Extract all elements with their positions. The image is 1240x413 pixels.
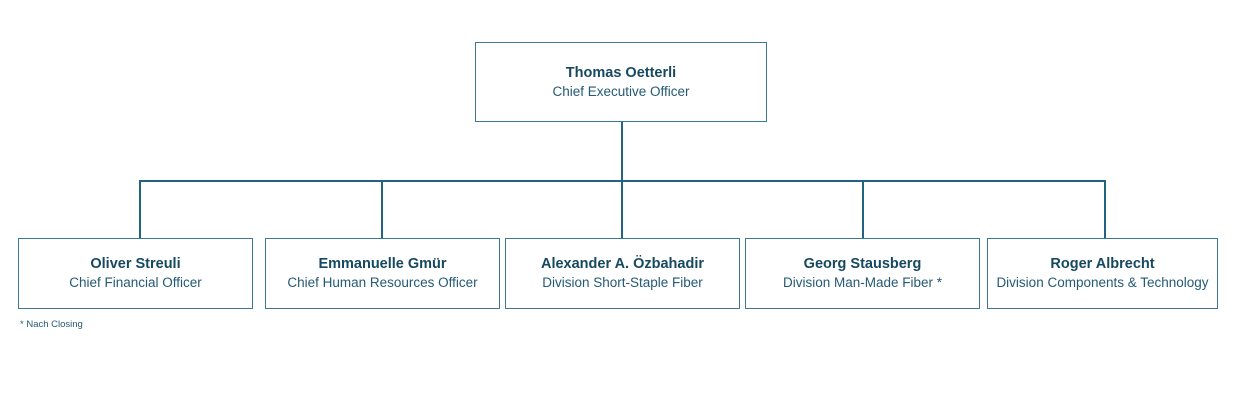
connector-drop-4: [862, 180, 864, 238]
node-chief-human-resources-officer[interactable]: Emmanuelle Gmür Chief Human Resources Of…: [265, 238, 500, 309]
node-ceo-role: Chief Executive Officer: [552, 83, 690, 99]
node-mmf-role: Division Man-Made Fiber *: [782, 275, 943, 291]
node-mmf-name: Georg Stausberg: [803, 256, 922, 272]
footnote: * Nach Closing: [20, 319, 83, 330]
node-cfo-name: Oliver Streuli: [90, 256, 181, 272]
node-ct-role: Division Components & Technology: [996, 275, 1209, 291]
node-ssf-role: Division Short-Staple Fiber: [542, 275, 703, 291]
node-cfo-role: Chief Financial Officer: [69, 275, 202, 291]
node-chro-name: Emmanuelle Gmür: [318, 256, 447, 272]
node-ceo[interactable]: Thomas Oetterli Chief Executive Officer: [475, 42, 767, 122]
node-division-man-made-fiber[interactable]: Georg Stausberg Division Man-Made Fiber …: [745, 238, 980, 309]
connector-drop-2: [381, 180, 383, 238]
report-row: Oliver Streuli Chief Financial Officer E…: [18, 238, 1218, 309]
connector-drop-5: [1104, 180, 1106, 238]
node-division-short-staple-fiber[interactable]: Alexander A. Özbahadir Division Short-St…: [505, 238, 740, 309]
node-ct-name: Roger Albrecht: [1050, 256, 1155, 272]
connector-ceo-stem: [621, 122, 623, 238]
node-ssf-name: Alexander A. Özbahadir: [540, 256, 705, 272]
node-chief-financial-officer[interactable]: Oliver Streuli Chief Financial Officer: [18, 238, 253, 309]
node-chro-role: Chief Human Resources Officer: [287, 275, 478, 291]
node-ceo-name: Thomas Oetterli: [565, 64, 677, 81]
connector-drop-1: [139, 180, 141, 238]
connector-horizontal-bus: [139, 180, 1106, 182]
node-division-components-technology[interactable]: Roger Albrecht Division Components & Tec…: [987, 238, 1218, 309]
